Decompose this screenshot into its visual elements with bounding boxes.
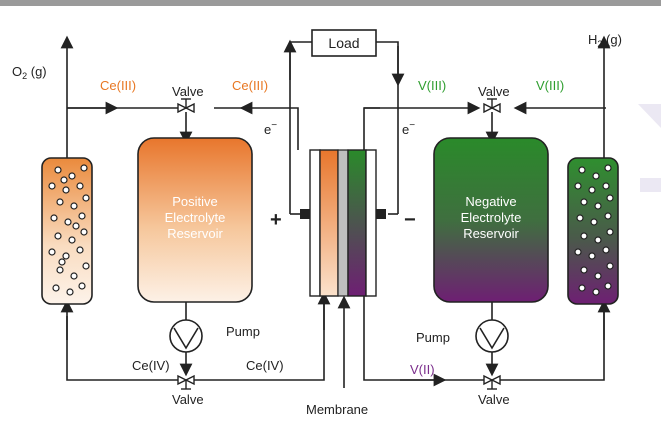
ce4-left-label: Ce(IV) (132, 358, 170, 373)
pump-icon (169, 319, 203, 353)
watermark-shape (638, 104, 661, 128)
gas-bubble (78, 282, 86, 290)
h2-label: H2 (g) (588, 32, 622, 49)
gas-bubble (580, 232, 588, 240)
pump-left-label: Pump (226, 324, 260, 339)
electron-right: e− (402, 120, 415, 137)
gas-bubble (76, 182, 84, 190)
o2-label: O2 (g) (12, 64, 47, 81)
gas-bubble (50, 214, 58, 222)
gas-bubble (578, 166, 586, 174)
v3-left-label: V(III) (418, 78, 446, 93)
gas-bubble (592, 172, 600, 180)
gas-bubble (52, 284, 60, 292)
electrochemical-cell (300, 149, 386, 297)
gas-bubble (588, 252, 596, 260)
minus-terminal: − (404, 209, 416, 231)
gas-bubble (54, 166, 62, 174)
gas-bubble (70, 272, 78, 280)
valve-icon (483, 374, 501, 390)
gas-bubble (576, 214, 584, 222)
valve-icon (177, 374, 195, 390)
gas-bubble (602, 246, 610, 254)
gas-bubble (82, 194, 90, 202)
gas-column-negative (567, 157, 619, 305)
gas-bubble (64, 218, 72, 226)
gas-bubble (604, 212, 612, 220)
pos-res-line2: Electrolyte (165, 210, 226, 225)
gas-bubble (48, 248, 56, 256)
gas-bubble (62, 186, 70, 194)
pos-res-line3: Reservoir (167, 226, 223, 241)
gas-bubble (80, 228, 88, 236)
gas-bubble (606, 228, 614, 236)
gas-bubble (62, 252, 70, 260)
gas-bubble (78, 212, 86, 220)
valve-bottom-right-label: Valve (478, 392, 510, 407)
gas-bubble (578, 284, 586, 292)
gas-bubble (58, 258, 66, 266)
gas-bubble (68, 236, 76, 244)
plus-terminal: + (270, 209, 282, 231)
gas-bubble (56, 266, 64, 274)
gas-bubble (606, 262, 614, 270)
gas-bubble (580, 198, 588, 206)
gas-bubble (56, 198, 64, 206)
load-box (311, 29, 377, 57)
valve-bottom-left-label: Valve (172, 392, 204, 407)
gas-bubble (66, 288, 74, 296)
gas-bubble (76, 246, 84, 254)
gas-column-positive (41, 157, 93, 305)
gas-bubble (54, 232, 62, 240)
gas-bubble (604, 164, 612, 172)
ce3-left-label: Ce(III) (100, 78, 136, 93)
positive-electrolyte-reservoir: Positive Electrolyte Reservoir (137, 137, 253, 303)
neg-res-line1: Negative (465, 194, 516, 209)
gas-bubble (60, 176, 68, 184)
v3-right-label: V(III) (536, 78, 564, 93)
valve-icon (177, 98, 195, 114)
electron-left: e− (264, 120, 277, 137)
gas-bubble (590, 218, 598, 226)
gas-bubble (588, 186, 596, 194)
gas-bubble (70, 202, 78, 210)
v2-label: V(II) (410, 362, 435, 377)
membrane-label: Membrane (306, 402, 368, 417)
gas-bubble (594, 272, 602, 280)
gas-bubble (68, 172, 76, 180)
gas-bubble (72, 222, 80, 230)
negative-electrolyte-reservoir: Negative Electrolyte Reservoir (433, 137, 549, 303)
ce4-right-label: Ce(IV) (246, 358, 284, 373)
neg-res-line3: Reservoir (463, 226, 519, 241)
gas-bubble (592, 288, 600, 296)
gas-bubble (602, 182, 610, 190)
neg-res-line2: Electrolyte (461, 210, 522, 225)
gas-bubble (594, 202, 602, 210)
top-bar (0, 0, 661, 6)
pump-right-label: Pump (416, 330, 450, 345)
gas-bubble (82, 262, 90, 270)
gas-bubble (580, 266, 588, 274)
gas-bubble (80, 164, 88, 172)
watermark-shape (640, 178, 661, 192)
membrane (337, 149, 349, 297)
ce3-right-label: Ce(III) (232, 78, 268, 93)
load-label: Load (328, 35, 359, 51)
gas-bubble (574, 248, 582, 256)
gas-bubble (606, 194, 614, 202)
pump-icon (475, 319, 509, 353)
valve-top-left-label: Valve (172, 84, 204, 99)
pos-res-line1: Positive (172, 194, 218, 209)
gas-bubble (574, 182, 582, 190)
flow-lines (60, 35, 611, 388)
valve-top-right-label: Valve (478, 84, 510, 99)
gas-bubble (604, 282, 612, 290)
valve-icon (483, 98, 501, 114)
gas-bubble (594, 236, 602, 244)
gas-bubble (48, 182, 56, 190)
